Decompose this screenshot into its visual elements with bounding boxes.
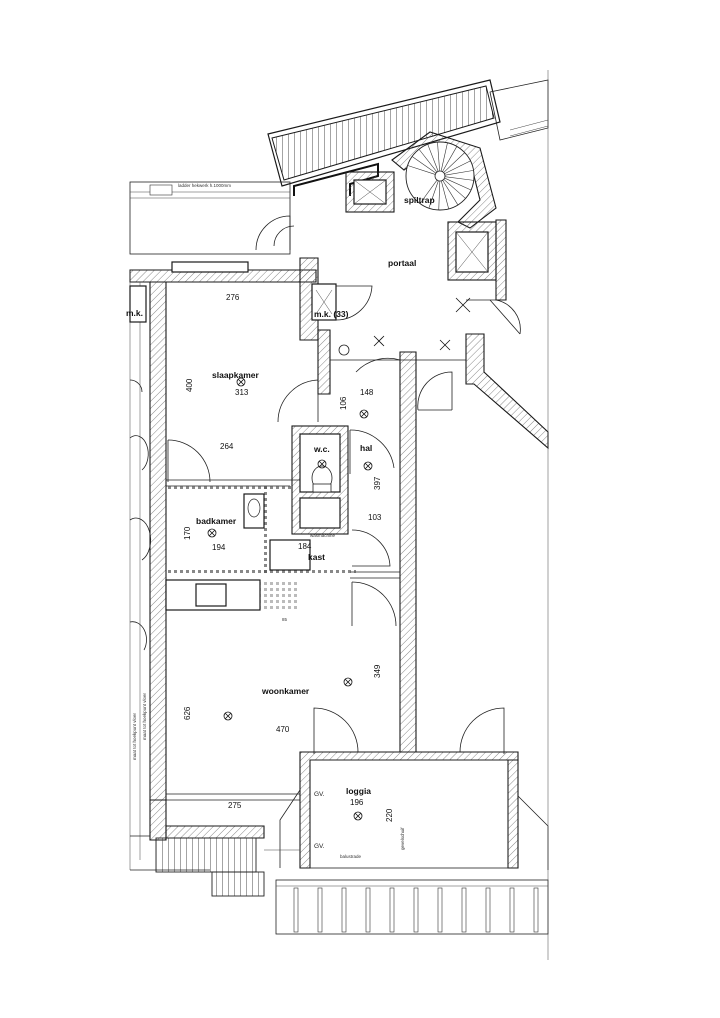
dim-loggia-196: 196 <box>350 798 364 807</box>
room-label-woonkamer: woonkamer <box>261 686 310 696</box>
dim-woon-470: 470 <box>276 725 290 734</box>
dim-hal-397: 397 <box>373 476 382 490</box>
spiral-step <box>443 179 466 199</box>
railing-post <box>533 887 539 933</box>
room-badkamer: badkamer 170 194 kast 184 wasmachine 85 <box>165 484 356 622</box>
railing-post <box>365 887 371 933</box>
stair-treads <box>271 85 495 181</box>
spiral-step <box>442 146 458 172</box>
gv-top: GV. <box>314 791 325 798</box>
dim-kast-184: 184 <box>298 542 312 551</box>
gevelschuif-label: gevelschuif <box>400 827 405 850</box>
railing-post <box>341 887 347 933</box>
room-loggia: loggia 196 220 GV. GV. balustrade gevels… <box>275 751 549 935</box>
spiral-step <box>437 142 440 172</box>
outer-walls <box>129 219 549 841</box>
spiral-step <box>419 179 438 204</box>
spiral-step <box>411 156 437 174</box>
spiral-step <box>443 152 465 173</box>
railing-post <box>485 887 491 933</box>
spiral-step <box>428 180 439 209</box>
dim-loggia-220: 220 <box>385 808 394 822</box>
room-slaapkamer: slaapkamer 276 400 313 264 m.k. (33) <box>166 283 373 487</box>
spiral-step <box>440 180 449 209</box>
dim-hal-103: 103 <box>368 513 382 522</box>
dim-bad-170: 170 <box>183 526 192 540</box>
dim-woon-349: 349 <box>373 664 382 678</box>
dim-slaapkamer-bottom: 264 <box>220 442 234 451</box>
dim-slaapkamer-inner: 313 <box>235 388 249 397</box>
spiral-step <box>407 165 436 175</box>
dim-slaapkamer-depth: 400 <box>185 378 194 392</box>
railing-post <box>317 887 323 933</box>
room-label-portaal: portaal <box>388 258 416 268</box>
railing-post <box>293 887 299 933</box>
spiral-step <box>444 177 472 191</box>
top-note: ladder hekwerk h.1000mm <box>178 183 231 188</box>
spiral-staircase: spiltrap <box>391 131 497 229</box>
dim-woon-626: 626 <box>183 706 192 720</box>
left-exterior: m.k. maat tot hoekpunt vloer maat tot ho… <box>126 270 151 870</box>
room-label-hal: hal <box>360 443 372 453</box>
room-label-badkamer: badkamer <box>196 516 237 526</box>
room-label-loggia: loggia <box>346 786 371 796</box>
room-label-slaapkamer: slaapkamer <box>212 370 259 380</box>
spiral-step <box>442 180 459 206</box>
shaft-right <box>447 221 497 281</box>
spiral-step <box>444 176 474 181</box>
dim-hal-106: 106 <box>339 396 348 410</box>
railing-post <box>413 887 419 933</box>
top-gallery <box>267 79 549 213</box>
dim-bad-194: 194 <box>212 543 226 552</box>
side-note-2: maat tot hoekpunt vloer <box>142 692 147 740</box>
spiral-step <box>444 160 471 175</box>
side-note-1: maat tot hoekpunt vloer <box>132 712 137 760</box>
bk-code: 85 <box>282 617 288 622</box>
dim-hal-148: 148 <box>360 388 374 397</box>
room-portaal: portaal <box>273 225 521 411</box>
room-hal: w.c. hal 148 106 397 103 <box>291 388 400 627</box>
spiral-step <box>440 142 448 172</box>
spiral-step <box>438 180 441 210</box>
mk-right-label: m.k. (33) <box>314 309 349 319</box>
room-label-spiltrap: spiltrap <box>404 195 435 205</box>
spiral-step <box>444 170 474 176</box>
light-fixture-slaapkamer <box>236 377 246 387</box>
spiral-step <box>427 144 439 172</box>
dim-slaapkamer-width: 276 <box>226 293 240 302</box>
balustrade-label: balustrade <box>340 854 362 859</box>
railing-post <box>389 887 395 933</box>
dim-woon-275: 275 <box>228 801 242 810</box>
room-label-kast: kast <box>308 552 325 562</box>
railing-post <box>437 887 443 933</box>
room-label-wc: w.c. <box>313 444 330 454</box>
wm-label: wasmachine <box>310 533 336 538</box>
railing-post <box>461 887 467 933</box>
gv-bottom: GV. <box>314 843 325 850</box>
railing-post <box>509 887 515 933</box>
entry-stairs <box>130 825 300 897</box>
mk-left-label: m.k. <box>126 308 143 318</box>
room-woonkamer: woonkamer 349 626 470 275 <box>166 664 505 810</box>
terrace-top-left: ladder hekwerk h.1000mm <box>129 181 291 255</box>
stair-treads-bottom <box>155 837 257 873</box>
spiral-step <box>418 149 438 173</box>
